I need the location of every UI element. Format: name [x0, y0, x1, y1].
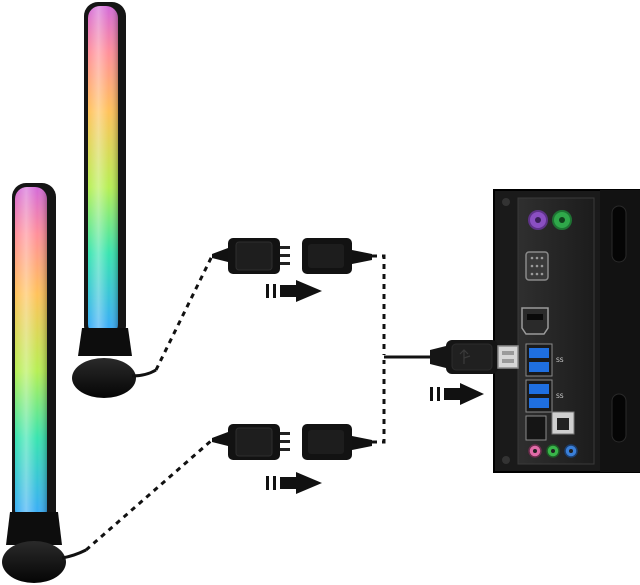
light-bar-front-neck — [6, 512, 62, 545]
pc-case-screw-top — [502, 198, 510, 206]
connector-bottom-pins — [280, 432, 290, 451]
connector-top-male-tail — [212, 248, 228, 262]
dashed-cables — [85, 254, 386, 552]
cable-top-connector-to-usb — [372, 254, 386, 355]
connector-bottom-female-tail — [352, 436, 372, 450]
cable-rear-bar-to-top-connector — [154, 255, 214, 371]
usb-port-1a[interactable] — [529, 348, 549, 358]
arrow-usb — [430, 383, 484, 405]
arrow-top-connector — [266, 280, 322, 302]
connector-pair-top — [212, 238, 372, 274]
pc-case-edge — [493, 189, 640, 473]
usb-plug-grip — [451, 343, 493, 371]
light-bar-rear-base — [72, 358, 136, 398]
connector-bottom-male-grip — [235, 427, 273, 457]
light-bar-rear-neck — [78, 328, 132, 356]
pc-case-slot-top — [611, 205, 627, 263]
usb-label-1: SS — [556, 357, 564, 364]
usb-port-2b[interactable] — [529, 398, 549, 408]
light-bar-rear — [72, 2, 157, 398]
usb-label-2: SS — [556, 393, 564, 400]
usb-plug — [430, 340, 519, 374]
pc-case-slot-bottom — [611, 393, 627, 443]
connector-top-female-grip — [308, 244, 344, 268]
connector-top-female-tail — [352, 250, 372, 264]
usb-plug-strain-relief — [430, 346, 446, 368]
connector-bottom-female-grip — [308, 430, 344, 454]
connector-pair-bottom — [212, 424, 372, 460]
pc-case-screw-bottom — [502, 456, 510, 464]
light-bar-front-base — [2, 541, 66, 583]
usb-port-stack-1: SS — [525, 343, 564, 377]
hdmi-port — [521, 307, 549, 335]
usb-trident-icon — [459, 349, 471, 364]
pc-case-rear: SS SS — [493, 189, 640, 473]
usb-plug-metal-connector — [497, 345, 519, 369]
light-bar-front-cable — [61, 548, 87, 560]
light-bar-rear-cable — [131, 368, 157, 378]
connector-bottom-male-tail — [212, 432, 228, 446]
arrow-bottom-connector — [266, 472, 322, 494]
light-bar-front-shine — [15, 187, 47, 522]
cable-bottom-connector-to-usb — [372, 360, 386, 444]
usb-port-stack-2: SS — [525, 379, 564, 413]
usb-port-1b[interactable] — [529, 362, 549, 372]
connector-top-male-grip — [235, 241, 273, 271]
light-bar-front — [2, 183, 87, 583]
light-bar-rear-shine — [88, 6, 118, 336]
cable-front-bar-to-bottom-connector — [85, 438, 213, 552]
usb2-port-stack — [525, 415, 547, 441]
usb-port-2a[interactable] — [529, 384, 549, 394]
connector-top-pins — [280, 246, 290, 265]
